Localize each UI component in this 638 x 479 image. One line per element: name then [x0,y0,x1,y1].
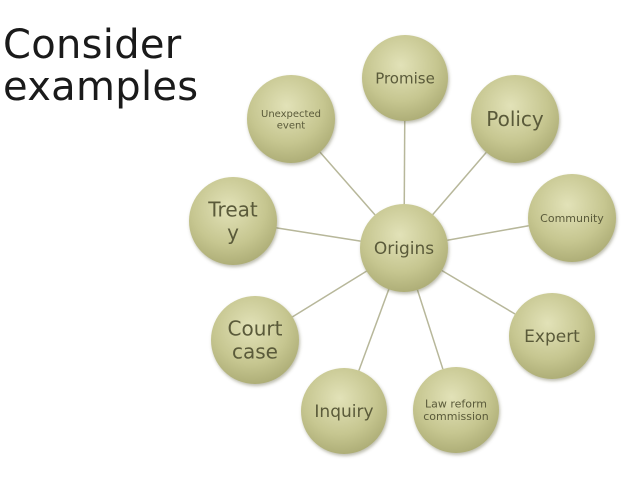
node-label-inquiry-line: Inquiry [314,402,373,422]
node-label-treaty-line: y [227,221,239,245]
node-promise: Promise [362,35,448,121]
node-label-expert-line: Expert [524,327,580,347]
node-circle-expert [509,293,595,379]
connector-court-case [292,270,367,318]
node-label-expert: Expert [524,327,580,347]
center-label: Origins [374,239,434,259]
node-circle-promise [362,35,448,121]
node-label-community: Community [540,212,604,225]
connector-policy [432,151,487,216]
slide-title: Consider examples [3,22,199,110]
node-label-policy-line: Policy [486,107,544,131]
connector-community [447,224,529,242]
connector-treaty [276,227,361,242]
node-label-treaty-line: Treat [207,198,258,222]
connector-expert [441,269,516,315]
node-label-law-reform-commission-line: commission [423,410,489,423]
node-label-unexpected-event-line: Unexpected [261,109,321,120]
center-circle [360,204,448,292]
node-label-inquiry: Inquiry [314,402,373,422]
node-circle-unexpected-event [247,75,335,163]
center-node: Origins [360,204,448,292]
node-community: Community [528,174,616,262]
connector-unexpected-event [319,151,376,216]
node-label-promise-line: Promise [375,69,435,87]
node-label-policy: Policy [486,107,544,131]
node-expert: Expert [509,293,595,379]
node-policy: Policy [471,75,559,163]
node-inquiry: Inquiry [301,368,387,454]
node-label-law-reform-commission-line: Law reform [425,398,487,411]
node-label-unexpected-event-line: event [277,120,306,131]
center-label-line: Origins [374,239,434,259]
connector-inquiry [358,289,390,371]
node-circle-inquiry [301,368,387,454]
node-label-community-line: Community [540,212,604,225]
node-circle-treaty [189,177,277,265]
node-label-court-case-line: Court [228,317,283,341]
connectors [276,120,529,371]
node-circle-community [528,174,616,262]
node-circle-law-reform-commission [413,367,499,453]
connector-law-reform-commission [416,289,444,370]
node-label-promise: Promise [375,69,435,87]
node-label-court-case-line: case [232,340,278,364]
node-circle-court-case [211,296,299,384]
node-circle-policy [471,75,559,163]
